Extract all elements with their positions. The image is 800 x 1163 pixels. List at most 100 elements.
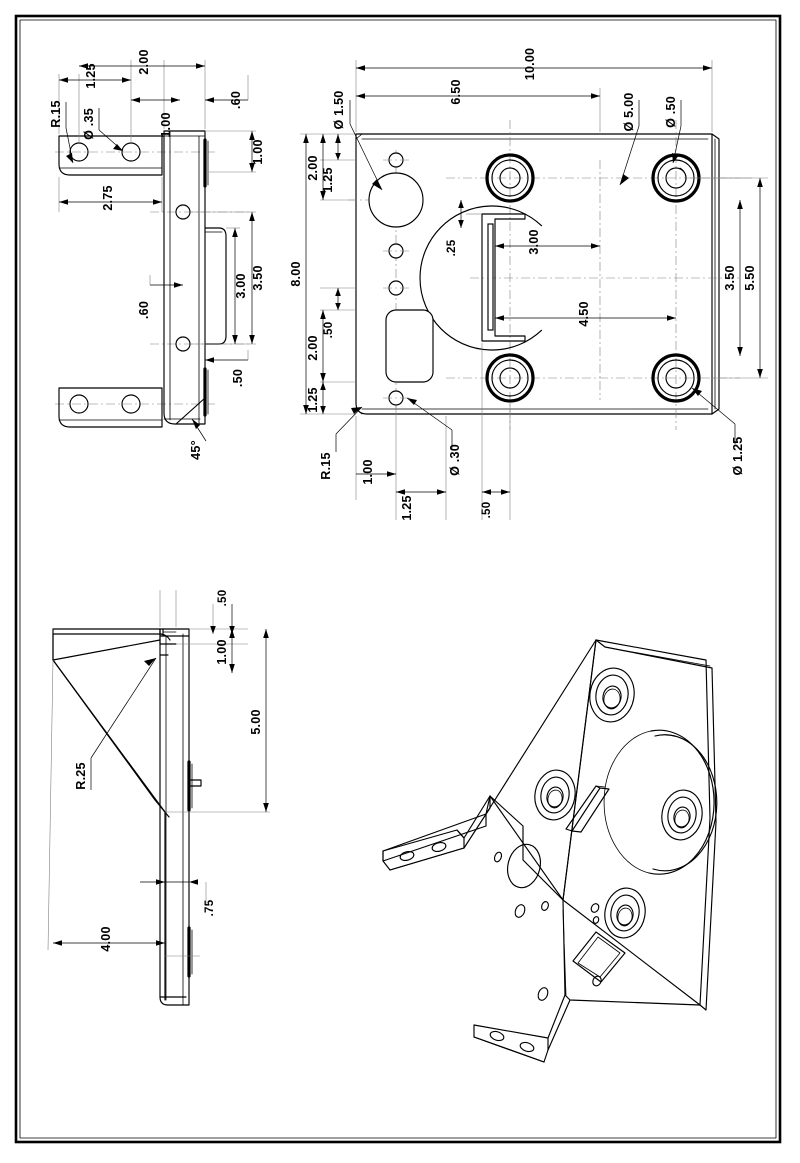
dim-fv-450: 4.50 xyxy=(495,301,676,327)
dim-label: 1.25 xyxy=(306,387,320,412)
dim-label: R.15 xyxy=(319,452,333,479)
dim-fv-25: .25 xyxy=(445,200,482,256)
dim-fv-125c: 1.25 xyxy=(396,489,446,521)
dim-fv-1000: 10.00 xyxy=(356,48,712,81)
dim-label: 2.00 xyxy=(306,335,320,360)
dim-label: .50 xyxy=(231,369,245,387)
dim-label: Ø 5.00 xyxy=(622,92,636,131)
iso-counterbore-top xyxy=(589,667,635,723)
profile-view-plate xyxy=(159,628,190,1006)
side-view-extension-lines xyxy=(58,60,206,212)
front-view-counterbore-tl xyxy=(485,153,535,203)
dim-label: 4.00 xyxy=(99,926,113,951)
dim-pv-r25: R.25 xyxy=(74,657,157,790)
dim-fv-100: 1.00 xyxy=(356,459,396,485)
isometric-view xyxy=(382,639,718,1063)
iso-counterbore-right xyxy=(661,789,703,841)
dim-label: R.15 xyxy=(49,100,63,127)
front-view-small-holes xyxy=(383,152,409,406)
dim-label: 1.25 xyxy=(84,63,98,88)
dim-sv-r15: R.15 xyxy=(49,100,74,164)
dim-label: 3.00 xyxy=(234,273,248,298)
iso-counterbore-bottom xyxy=(604,887,646,939)
front-view-bottom-ext xyxy=(355,343,511,520)
profile-view-dimensions: .50 1.00 5.00 R.25 xyxy=(47,590,270,957)
dim-fv-d50: Ø .50 xyxy=(664,96,682,164)
dim-pv-100: 1.00 xyxy=(215,629,235,673)
front-view-rect-pocket xyxy=(385,309,434,383)
dim-label: 1.00 xyxy=(251,139,265,164)
dim-sv-200: 2.00 xyxy=(79,49,205,75)
side-view-dimensions: 1.25 2.00 1.00 .60 xyxy=(49,49,265,459)
dim-fv-650: 6.50 xyxy=(356,79,600,105)
dim-label: 1.00 xyxy=(159,112,173,137)
dim-label: .60 xyxy=(137,301,151,319)
dim-label: 45° xyxy=(189,440,203,460)
iso-left-foot xyxy=(382,795,491,871)
dim-sv-100a: 1.00 xyxy=(131,97,180,138)
side-view-centerlines xyxy=(55,151,250,405)
dim-label: .50 xyxy=(216,590,229,607)
dim-label: 1.25 xyxy=(400,495,414,520)
front-view-counterbore-bl xyxy=(485,353,535,403)
dim-sv-350: 3.50 xyxy=(190,211,265,345)
dim-sv-125: 1.25 xyxy=(59,63,131,89)
front-view-counterbore-br xyxy=(651,353,701,403)
dim-label: 6.50 xyxy=(449,79,463,104)
dim-label: .50 xyxy=(480,502,493,519)
front-view-extension-lines xyxy=(300,60,768,415)
dim-label: 2.00 xyxy=(306,155,320,180)
side-view-top-flange xyxy=(58,135,163,176)
side-view: 1.25 2.00 1.00 .60 xyxy=(49,49,265,459)
dim-label: 5.00 xyxy=(249,709,263,734)
dim-sv-60b: .60 xyxy=(137,275,183,319)
profile-view: .50 1.00 5.00 R.25 xyxy=(47,590,270,1006)
dim-label: .75 xyxy=(203,899,216,916)
iso-slot xyxy=(565,785,610,833)
dim-fv-350: 3.50 xyxy=(723,200,743,356)
dim-fv-200b: 2.00 xyxy=(306,310,326,382)
front-view-large-hole xyxy=(368,172,424,228)
profile-view-gusset xyxy=(52,633,169,1001)
front-view-plate xyxy=(355,133,720,415)
dim-label: 2.75 xyxy=(101,185,115,210)
side-view-bottom-flange xyxy=(58,387,163,428)
profile-view-extension-lines xyxy=(47,590,270,957)
dim-label: .25 xyxy=(445,239,458,256)
iso-side-wall xyxy=(489,795,701,1006)
dim-label: 1.00 xyxy=(361,459,375,484)
dim-label: 3.50 xyxy=(251,265,265,290)
front-view-relief-circle xyxy=(419,205,543,351)
dim-label: Ø .50 xyxy=(664,96,678,128)
dim-label: R.25 xyxy=(74,762,88,789)
dim-fv-r15: R.15 xyxy=(319,406,363,480)
front-view-vertical-slot xyxy=(481,213,526,342)
dim-pv-400: 4.00 xyxy=(53,926,165,952)
dim-label: 3.50 xyxy=(723,265,737,290)
dim-label: 2.00 xyxy=(137,49,151,74)
iso-round-hole xyxy=(507,843,541,889)
sheet-border xyxy=(14,14,782,1144)
dim-label: 1.25 xyxy=(321,167,335,192)
dim-pv-500: 5.00 xyxy=(249,629,269,812)
dim-sv-100b: 1.00 xyxy=(205,130,265,173)
dim-fv-125b: 1.25 xyxy=(306,382,326,414)
front-view: 10.00 6.50 Ø 1.50 Ø 5.00 xyxy=(289,48,768,521)
iso-relief-pocket xyxy=(603,729,718,875)
dim-label: 1.00 xyxy=(215,639,229,664)
side-view-raised-boss xyxy=(204,227,227,345)
dim-fv-800: 8.00 xyxy=(289,134,309,414)
dim-label: Ø 1.50 xyxy=(332,90,346,129)
dim-fv-d30: Ø .30 xyxy=(406,397,462,476)
profile-view-boss-edges xyxy=(187,760,202,978)
dim-fv-200a: 2.00 xyxy=(306,134,326,200)
dim-fv-550: 5.50 xyxy=(743,178,763,378)
dim-label: 10.00 xyxy=(523,48,537,81)
dim-label: 8.00 xyxy=(289,261,303,286)
dim-label: Ø .35 xyxy=(82,108,96,140)
dim-fv-50a: .50 xyxy=(322,288,341,338)
dim-label: .50 xyxy=(322,322,335,339)
dim-label: 4.50 xyxy=(577,301,591,326)
dim-sv-60a: .60 xyxy=(205,75,249,109)
